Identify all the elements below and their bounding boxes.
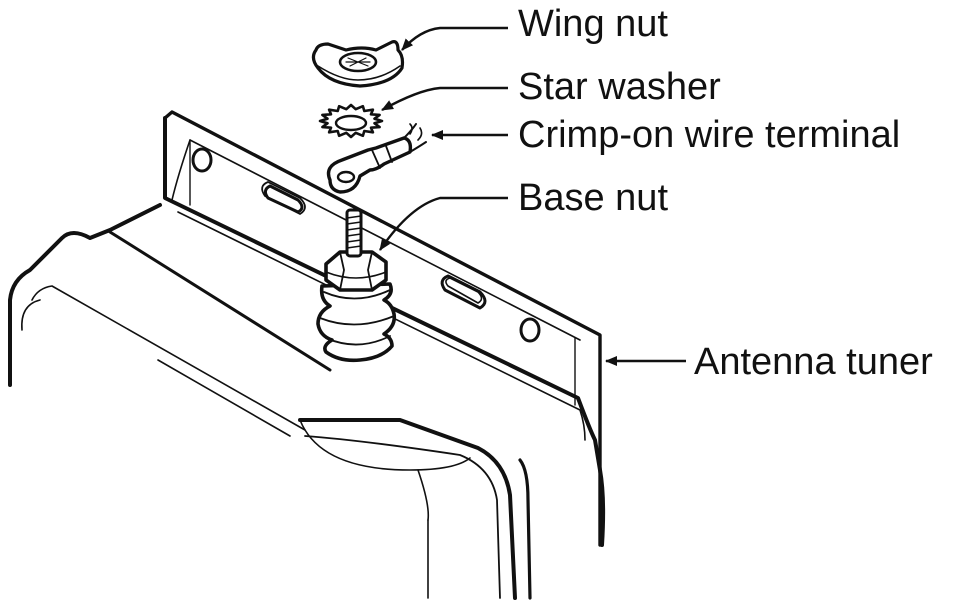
mounting-bracket [163,110,606,547]
star-washer [318,103,384,139]
wing-nut [311,40,405,88]
antenna-tuner-body [8,203,532,600]
leader-star-washer [381,86,508,112]
label-star-washer: Star washer [518,66,721,108]
label-base-nut: Base nut [518,177,668,219]
terminal-post [316,208,397,363]
leader-lines [379,26,686,366]
label-crimp-terminal: Crimp-on wire terminal [518,114,901,156]
label-antenna-tuner: Antenna tuner [694,341,933,383]
label-wing-nut: Wing nut [518,3,668,45]
crimp-terminal [326,123,427,194]
leader-wing-nut [401,26,508,51]
leader-base-nut [379,196,508,251]
